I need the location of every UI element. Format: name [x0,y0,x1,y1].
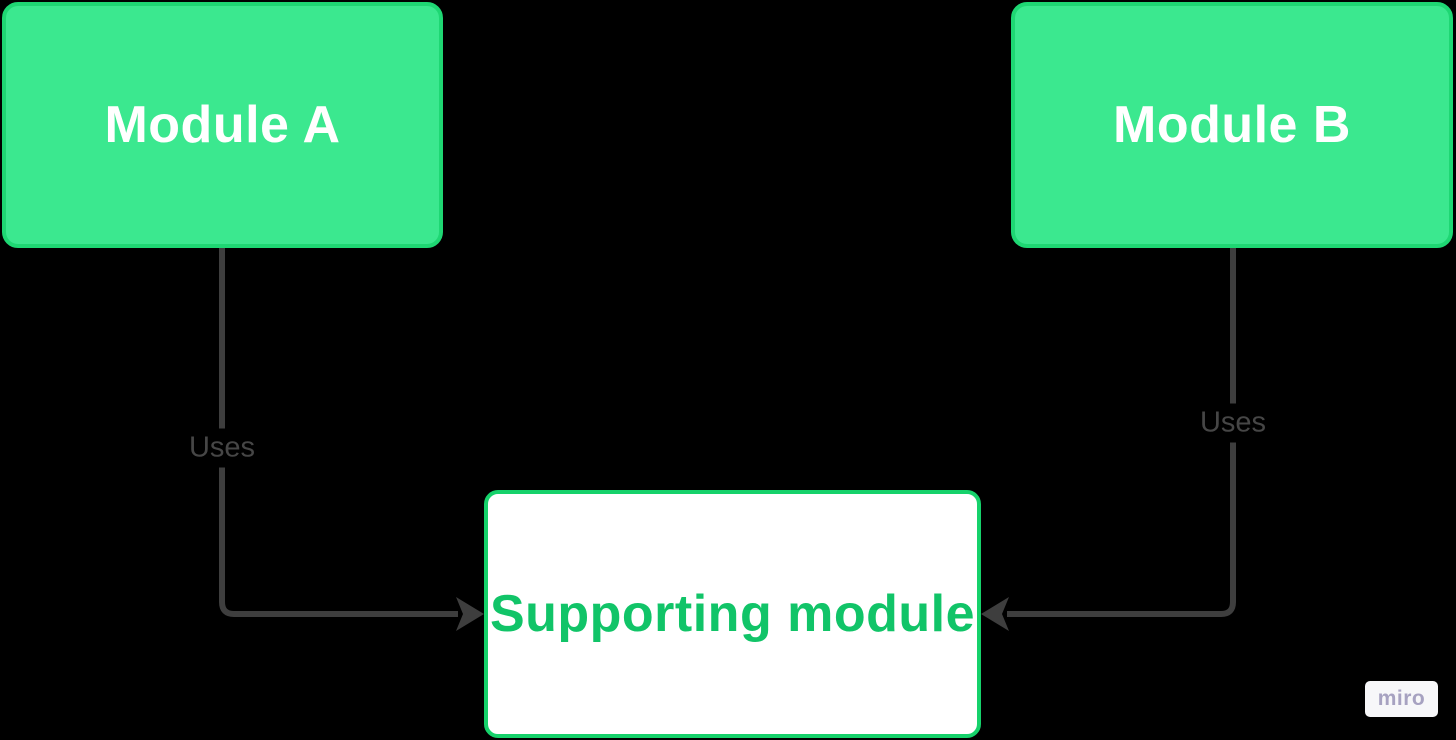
arrowhead-left-icon [981,597,1009,631]
connector-label-uses-right[interactable]: Uses [1191,403,1275,443]
connector-line [1007,248,1236,617]
connector-line [219,248,458,617]
supporting-module-node[interactable]: Supporting module [484,490,981,738]
connector-module-a-to-supporting[interactable] [219,248,484,631]
connector-module-b-to-supporting[interactable] [981,248,1236,631]
module-a-node[interactable]: Module A [2,2,443,248]
miro-watermark-label: miro [1377,687,1426,710]
module-a-label: Module A [104,96,341,154]
connector-label-uses-left[interactable]: Uses [180,428,264,468]
module-b-node[interactable]: Module B [1011,2,1453,248]
miro-watermark-badge[interactable]: miro [1365,681,1438,717]
arrowhead-right-icon [456,597,484,631]
supporting-module-label: Supporting module [489,585,976,643]
module-b-label: Module B [1113,96,1351,154]
